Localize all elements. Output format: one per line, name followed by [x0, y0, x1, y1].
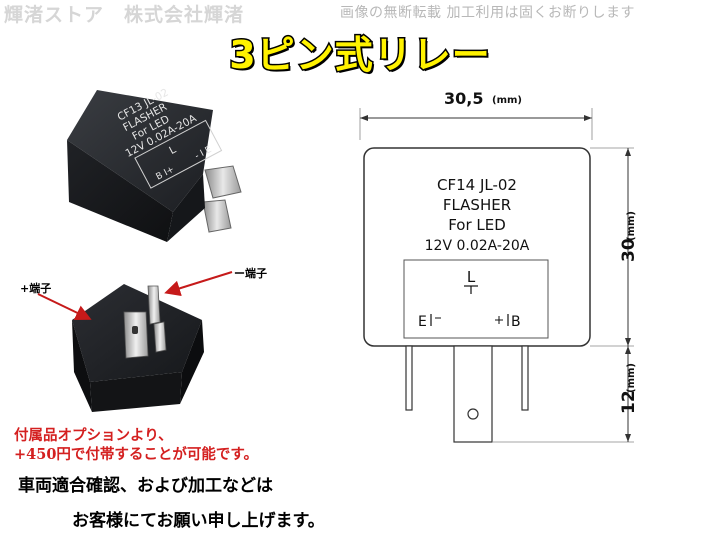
page-title: 3ピン式リレー	[228, 32, 491, 79]
left-pin	[405, 345, 413, 411]
pin-label-box	[403, 259, 549, 339]
width-dimension-value: 30,5	[444, 89, 483, 108]
diagram-spec: 12V 0.02A-20A	[425, 238, 530, 254]
diagram-model: CF14 JL-02	[437, 176, 517, 194]
minus-arrow	[164, 271, 233, 297]
diagram-pin-b: B	[511, 314, 521, 330]
plus-arrow	[37, 293, 92, 321]
width-dimension-unit: (mm)	[492, 95, 522, 106]
diagram-pin-l: L	[467, 268, 476, 286]
height-dimension-unit: (mm)	[626, 211, 637, 241]
watermark-copyright: 画像の無断転載 加工利用は固くお断りします	[340, 5, 635, 21]
bottom-note-line2: お客様にてお願い申し上げます。	[72, 511, 325, 531]
bottom-note-line1: 車両適合確認、および加工などは	[18, 476, 273, 496]
relay-photo-front: CF13 JL-02 FLASHER For LED 12V 0.02A-20A…	[67, 87, 242, 242]
height-dimension-value: 30	[619, 238, 639, 262]
relay-photo-pin-l: L	[167, 144, 178, 157]
center-pin	[453, 345, 493, 443]
dimension-diagram: 30,5 (mm) CF14 JL-02 FLASHER For LED 12V…	[359, 89, 639, 443]
diagram-for: For LED	[448, 216, 506, 234]
relay-photo-bottom	[72, 284, 204, 412]
minus-terminal-label: ー端子	[234, 267, 267, 280]
pin-dimension-unit: (mm)	[626, 363, 637, 393]
watermark-store-name: 輝渚ストア 株式会社輝渚	[4, 4, 245, 26]
diagram-pin-e: E	[418, 314, 427, 330]
option-note-line2: +450円で付帯することが可能です。	[14, 446, 258, 463]
pin-dimension-value: 12	[619, 390, 639, 414]
option-note-line1: 付属品オプションより、	[14, 427, 173, 444]
plus-terminal-label: +端子	[20, 282, 52, 295]
right-pin	[521, 345, 529, 411]
diagram-type: FLASHER	[443, 196, 511, 214]
